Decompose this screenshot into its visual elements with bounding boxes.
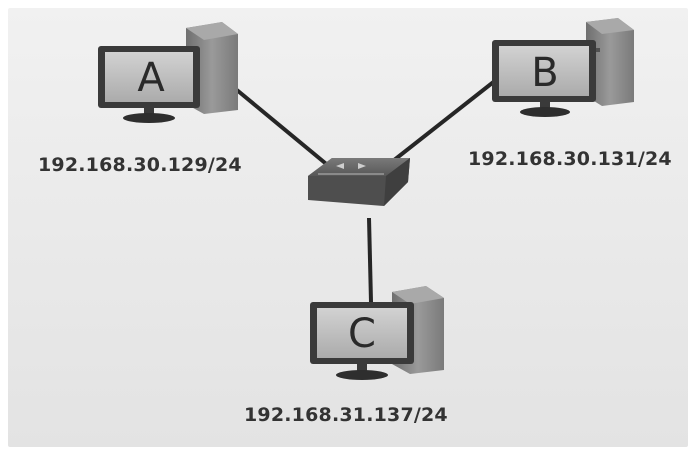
monitor-icon: B: [492, 40, 596, 117]
host-c[interactable]: C: [310, 286, 444, 380]
host-a[interactable]: A: [98, 22, 238, 123]
ip-label-b: 192.168.30.131/24: [468, 148, 672, 170]
pc-label: B: [531, 50, 558, 96]
pc-label: C: [348, 311, 376, 357]
link-c-switch: [367, 217, 373, 303]
switch-icon[interactable]: [308, 158, 410, 206]
link-a-switch: [230, 84, 338, 174]
monitor-icon: C: [310, 302, 414, 380]
tower-icon: [586, 18, 634, 106]
monitor-icon: A: [98, 46, 200, 123]
link-b-switch: [382, 78, 498, 170]
host-b[interactable]: B: [492, 18, 634, 117]
pc-label: A: [137, 55, 165, 101]
ip-label-a: 192.168.30.129/24: [38, 154, 242, 176]
ip-label-c: 192.168.31.137/24: [244, 404, 448, 426]
